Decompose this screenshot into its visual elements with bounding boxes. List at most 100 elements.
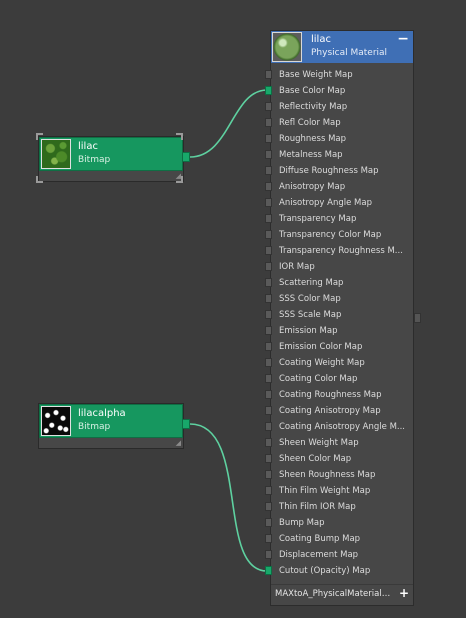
material-slot[interactable]: Coating Bump Map xyxy=(265,531,413,547)
material-slot[interactable]: SSS Color Map xyxy=(265,291,413,307)
slot-label: Scattering Map xyxy=(279,278,344,288)
material-slot[interactable]: Metalness Map xyxy=(265,147,413,163)
material-slot[interactable]: IOR Map xyxy=(265,259,413,275)
material-slot[interactable]: Emission Map xyxy=(265,323,413,339)
wire-lilacalpha-to-cutout xyxy=(189,423,268,572)
input-port[interactable] xyxy=(265,102,272,111)
output-port-lilac[interactable] xyxy=(182,152,190,162)
material-slot[interactable]: Anisotropy Angle Map xyxy=(265,195,413,211)
slot-label: Anisotropy Angle Map xyxy=(279,198,372,208)
input-port[interactable] xyxy=(265,214,272,223)
input-port[interactable] xyxy=(265,502,272,511)
node-type: Bitmap xyxy=(78,422,111,432)
plus-icon[interactable]: + xyxy=(398,586,409,600)
input-port[interactable] xyxy=(265,86,272,95)
slot-label: SSS Scale Map xyxy=(279,310,342,320)
minus-icon[interactable]: − xyxy=(397,31,409,47)
input-port[interactable] xyxy=(265,566,272,575)
alpha-mask-thumbnail xyxy=(41,406,71,436)
material-slot[interactable]: Coating Roughness Map xyxy=(265,387,413,403)
slot-label: Transparency Map xyxy=(279,214,357,224)
material-slot[interactable]: Sheen Roughness Map xyxy=(265,467,413,483)
slot-label: Sheen Color Map xyxy=(279,454,352,464)
slot-label: Coating Anisotropy Map xyxy=(279,406,381,416)
material-slot[interactable]: Base Color Map xyxy=(265,83,413,99)
input-port[interactable] xyxy=(265,70,272,79)
input-port[interactable] xyxy=(265,134,272,143)
input-port[interactable] xyxy=(265,182,272,191)
physical-material-node[interactable]: lilac Physical Material − Base Weight Ma… xyxy=(265,30,414,606)
material-slot[interactable]: Thin Film IOR Map xyxy=(265,499,413,515)
material-slot[interactable]: Anisotropy Map xyxy=(265,179,413,195)
bitmap-node-lilacalpha[interactable]: lilacalpha Bitmap ◢ xyxy=(38,403,184,449)
input-port[interactable] xyxy=(265,150,272,159)
input-port[interactable] xyxy=(265,406,272,415)
material-slot[interactable]: Sheen Weight Map xyxy=(265,435,413,451)
slot-label: Transparency Roughness M... xyxy=(279,246,403,256)
input-port[interactable] xyxy=(265,438,272,447)
bitmap-node-header[interactable]: lilacalpha Bitmap xyxy=(39,404,183,438)
material-slot[interactable]: Transparency Roughness M... xyxy=(265,243,413,259)
input-port[interactable] xyxy=(265,390,272,399)
input-port[interactable] xyxy=(265,294,272,303)
slot-label: Cutout (Opacity) Map xyxy=(279,566,371,576)
input-port[interactable] xyxy=(265,198,272,207)
input-port[interactable] xyxy=(265,374,272,383)
slot-label: Emission Map xyxy=(279,326,338,336)
slot-label: IOR Map xyxy=(279,262,315,272)
input-port[interactable] xyxy=(265,262,272,271)
material-slot[interactable]: Reflectivity Map xyxy=(265,99,413,115)
input-port[interactable] xyxy=(265,166,272,175)
slot-label: Sheen Roughness Map xyxy=(279,470,376,480)
material-slot[interactable]: Refl Color Map xyxy=(265,115,413,131)
material-slot[interactable]: Coating Anisotropy Angle M... xyxy=(265,419,413,435)
input-port[interactable] xyxy=(265,454,272,463)
material-slot[interactable]: Sheen Color Map xyxy=(265,451,413,467)
input-port[interactable] xyxy=(265,518,272,527)
resize-grip-icon[interactable]: ◢ xyxy=(175,172,181,180)
selection-corner-bottom-right xyxy=(176,176,183,183)
input-port[interactable] xyxy=(265,118,272,127)
selection-corner-top-right xyxy=(176,133,183,140)
input-port[interactable] xyxy=(265,550,272,559)
material-slot[interactable]: Scattering Map xyxy=(265,275,413,291)
bitmap-node-lilac[interactable]: lilac Bitmap ◢ xyxy=(38,136,184,182)
input-port[interactable] xyxy=(265,278,272,287)
input-port[interactable] xyxy=(265,486,272,495)
input-port[interactable] xyxy=(265,342,272,351)
slot-label: SSS Color Map xyxy=(279,294,341,304)
material-slot[interactable]: SSS Scale Map xyxy=(265,307,413,323)
material-slot[interactable]: Displacement Map xyxy=(265,547,413,563)
material-node-header[interactable]: lilac Physical Material − xyxy=(271,31,413,63)
input-port[interactable] xyxy=(265,534,272,543)
material-slot[interactable]: Cutout (Opacity) Map xyxy=(265,563,413,579)
bitmap-node-header[interactable]: lilac Bitmap xyxy=(39,137,183,171)
material-slot[interactable]: Bump Map xyxy=(265,515,413,531)
output-port-lilacalpha[interactable] xyxy=(182,419,190,429)
input-port[interactable] xyxy=(265,230,272,239)
slot-label: Anisotropy Map xyxy=(279,182,346,192)
input-port[interactable] xyxy=(265,358,272,367)
material-slot[interactable]: Emission Color Map xyxy=(265,339,413,355)
input-port[interactable] xyxy=(265,422,272,431)
input-port[interactable] xyxy=(265,246,272,255)
material-slot[interactable]: Thin Film Weight Map xyxy=(265,483,413,499)
material-slot[interactable]: Transparency Color Map xyxy=(265,227,413,243)
material-slot[interactable]: Coating Anisotropy Map xyxy=(265,403,413,419)
material-slot[interactable]: Coating Color Map xyxy=(265,371,413,387)
input-port[interactable] xyxy=(265,470,272,479)
input-port[interactable] xyxy=(265,310,272,319)
material-output-port[interactable] xyxy=(414,313,421,323)
material-slot[interactable]: Diffuse Roughness Map xyxy=(265,163,413,179)
material-slot[interactable]: Transparency Map xyxy=(265,211,413,227)
wire-lilac-to-base-color xyxy=(189,89,268,158)
slot-label: Coating Anisotropy Angle M... xyxy=(279,422,406,432)
material-slot[interactable]: Coating Weight Map xyxy=(265,355,413,371)
material-slot[interactable]: Roughness Map xyxy=(265,131,413,147)
input-port[interactable] xyxy=(265,326,272,335)
resize-grip-icon[interactable]: ◢ xyxy=(175,439,181,447)
slot-label: Thin Film Weight Map xyxy=(279,486,371,496)
material-slot[interactable]: Base Weight Map xyxy=(265,67,413,83)
